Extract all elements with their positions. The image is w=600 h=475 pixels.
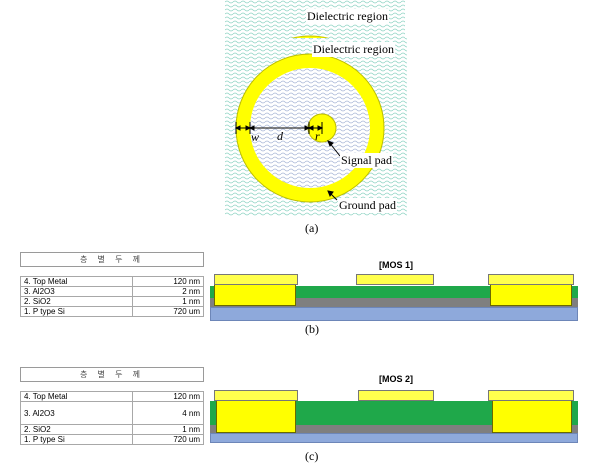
layer-name: 2. SiO2: [20, 424, 133, 435]
sio2-layer-b: [210, 298, 578, 307]
layer-name: 1. P type Si: [20, 434, 133, 445]
metal-block-right-c: [492, 399, 572, 433]
table-row: 3. Al2O3 2 nm: [20, 286, 204, 297]
table-row: 4. Top Metal 120 nm: [20, 276, 204, 287]
layer-thickness: 120 nm: [132, 276, 204, 287]
top-metal-pad-center-b: [356, 274, 434, 285]
layer-table-b: 4. Top Metal 120 nm 3. Al2O3 2 nm 2. SiO…: [20, 276, 204, 317]
layer-thickness: 720 um: [132, 306, 204, 317]
si-substrate-b: [210, 307, 578, 321]
top-metal-pad-left-c: [214, 390, 298, 401]
table-row: 1. P type Si 720 um: [20, 306, 204, 317]
ground-ring-top-arc: [290, 35, 330, 38]
layer-thickness: 4 nm: [132, 401, 204, 425]
dim-w-label: w: [251, 130, 260, 144]
layer-thickness: 720 um: [132, 434, 204, 445]
layer-table-header-c: 층 별 두 께: [20, 367, 204, 382]
table-row: 2. SiO2 1 nm: [20, 296, 204, 307]
top-metal-pad-center-c: [358, 390, 434, 401]
caption-c: (c): [305, 449, 319, 463]
mos2-title: [MOS 2]: [378, 374, 413, 384]
table-row: 2. SiO2 1 nm: [20, 424, 204, 435]
caption-b: (b): [305, 322, 319, 336]
si-substrate-c: [210, 433, 578, 443]
layer-name: 4. Top Metal: [20, 391, 133, 402]
top-metal-pad-left-b: [214, 274, 298, 285]
layer-thickness: 120 nm: [132, 391, 204, 402]
al2o3-layer-b: [210, 286, 578, 298]
table-row: 3. Al2O3 4 nm: [20, 401, 204, 425]
layer-thickness: 1 nm: [132, 296, 204, 307]
metal-block-left-c: [216, 399, 296, 433]
table-row: 1. P type Si 720 um: [20, 434, 204, 445]
metal-block-right-b: [490, 284, 572, 306]
mos1-title: [MOS 1]: [378, 260, 413, 270]
dielectric-label-top: Dielectric region: [306, 9, 389, 24]
layer-name: 2. SiO2: [20, 296, 133, 307]
sio2-layer-c: [210, 425, 578, 433]
layer-name: 3. Al2O3: [20, 286, 133, 297]
layer-table-header-b: 층 별 두 께: [20, 252, 204, 267]
signal-pad-label: Signal pad: [340, 153, 393, 168]
layer-table-c: 4. Top Metal 120 nm 3. Al2O3 4 nm 2. SiO…: [20, 391, 204, 445]
table-row: 4. Top Metal 120 nm: [20, 391, 204, 402]
dimension-arrows: [234, 122, 341, 201]
caption-a: (a): [305, 221, 319, 235]
dielectric-label-main: Dielectric region: [312, 42, 395, 57]
dim-r-label: r: [315, 129, 320, 143]
layer-name: 4. Top Metal: [20, 276, 133, 287]
layer-name: 3. Al2O3: [20, 401, 133, 425]
layer-thickness: 1 nm: [132, 424, 204, 435]
metal-block-left-b: [214, 284, 296, 306]
top-metal-pad-right-b: [488, 274, 574, 285]
top-metal-pad-right-c: [488, 390, 574, 401]
ground-pad-label: Ground pad: [338, 198, 397, 213]
figure-a-diagram: [225, 0, 407, 216]
layer-name: 1. P type Si: [20, 306, 133, 317]
layer-thickness: 2 nm: [132, 286, 204, 297]
dim-d-label: d: [277, 129, 283, 143]
